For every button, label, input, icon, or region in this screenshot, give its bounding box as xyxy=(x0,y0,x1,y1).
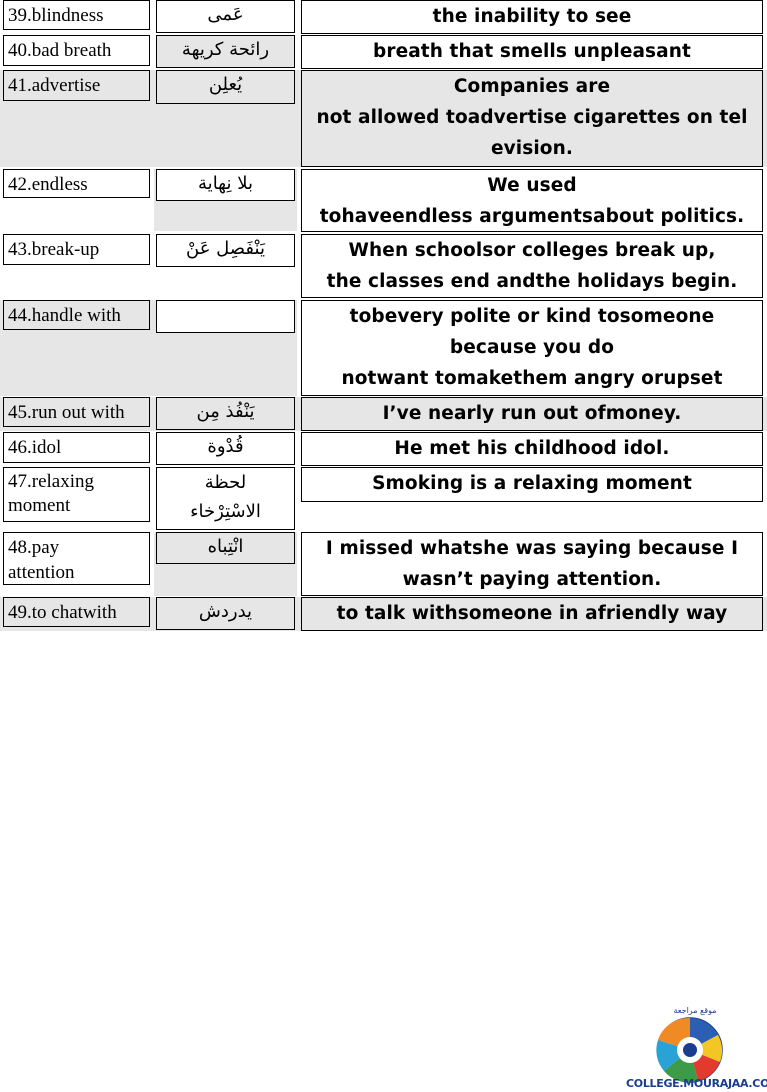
definition: I missed whatshe was saying because I wa… xyxy=(301,532,763,596)
site-url: COLLEGE.MOURAJAA.COM xyxy=(626,1077,767,1090)
english-term: 44.handle with xyxy=(3,300,150,330)
english-term: 47.relaxing moment xyxy=(3,467,150,522)
arabic-translation: قُدْوة xyxy=(156,432,295,465)
arabic-translation: انْتِباه xyxy=(156,532,295,564)
arabic-translation: عَمى xyxy=(156,0,295,33)
english-term: 48.pay attention xyxy=(3,532,150,585)
arabic-translation: يُعلِن xyxy=(156,70,295,104)
english-term: 49.to chatwith xyxy=(3,597,150,627)
definition: breath that smells unpleasant xyxy=(301,35,763,69)
arabic-translation: يَنْفُذ مِن xyxy=(156,397,295,430)
site-logo-icon xyxy=(656,1017,723,1083)
english-term: 41.advertise xyxy=(3,70,150,101)
definition: We used tohaveendless argumentsabout pol… xyxy=(301,169,763,232)
arabic-translation: رائحة كريهة xyxy=(156,35,295,68)
english-term: 42.endless xyxy=(3,169,150,198)
arabic-translation: يَنْفَصِل عَنْ xyxy=(156,234,295,267)
english-term: 45.run out with xyxy=(3,397,150,427)
arabic-translation: يدردش xyxy=(156,597,295,630)
arabic-translation: بلا نِهاية xyxy=(156,169,295,201)
definition: When schoolsor colleges break up, the cl… xyxy=(301,234,763,298)
definition: the inability to see xyxy=(301,0,763,34)
definition: Companies are not allowed toadvertise ci… xyxy=(301,70,763,167)
arabic-translation-empty xyxy=(156,300,295,333)
definition: I’ve nearly run out ofmoney. xyxy=(301,397,763,431)
english-term: 43.break-up xyxy=(3,234,150,265)
english-term: 46.idol xyxy=(3,432,150,463)
definition: to talk withsomeone in afriendly way xyxy=(301,597,763,631)
english-term: 39.blindness xyxy=(3,0,150,30)
definition: He met his childhood idol. xyxy=(301,432,763,466)
logo-arc-text: موقع مراجعة xyxy=(673,1006,717,1015)
definition: Smoking is a relaxing moment xyxy=(301,467,763,502)
arabic-translation: لحظة الاسْتِرْخاء xyxy=(156,467,295,530)
english-term: 40.bad breath xyxy=(3,35,150,66)
definition: tobevery polite or kind tosomeone becaus… xyxy=(301,300,763,396)
